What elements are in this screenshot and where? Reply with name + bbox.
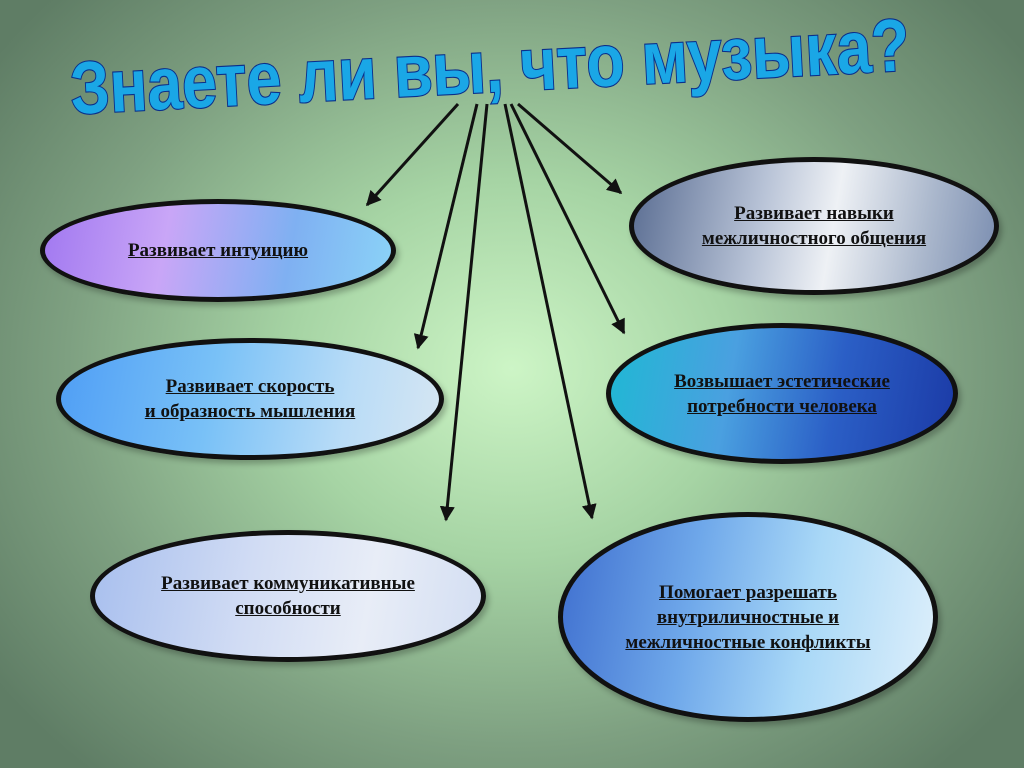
- oval-thinking-line-1: Развивает скорость: [165, 376, 335, 397]
- arrow-to-interpersonal: [517, 102, 623, 195]
- oval-conflicts-line-1: Помогает разрешать: [659, 581, 837, 603]
- oval-communication-line-1: Развивает коммуникативные: [161, 573, 415, 594]
- arrow-to-thinking: [413, 103, 479, 350]
- oval-conflicts: Помогает разрешать внутриличностные и ме…: [558, 512, 938, 722]
- oval-intuition-line-1: Развивает интуицию: [127, 240, 309, 261]
- arrow-to-conflicts: [503, 103, 597, 520]
- oval-conflicts-line-2: внутриличностные и: [656, 606, 840, 628]
- oval-aesthetic-line-1: Возвышает эстетические: [674, 370, 890, 392]
- oval-interpersonal-skills-line-1: Развивает навыки: [734, 203, 894, 224]
- oval-communication: Развивает коммуникативные способности: [90, 530, 486, 662]
- oval-aesthetic: Возвышает эстетические потребности челов…: [606, 323, 958, 464]
- oval-interpersonal-skills: Развивает навыки межличностного общения: [629, 157, 999, 295]
- oval-interpersonal-skills-line-2: межличностного общения: [701, 228, 927, 249]
- arrow-to-aesthetic: [509, 103, 626, 335]
- oval-thinking-line-2: и образность мышления: [144, 401, 356, 422]
- oval-communication-line-2: способности: [235, 598, 341, 619]
- oval-aesthetic-line-2: потребности человека: [687, 395, 877, 417]
- arrow-to-communication: [439, 103, 489, 522]
- slide-title: Знаете ли вы, что музыка?: [67, 2, 912, 120]
- oval-intuition: Развивает интуицию: [40, 199, 396, 302]
- arrow-to-intuition: [365, 102, 460, 207]
- oval-conflicts-line-3: межличностные конфликты: [625, 631, 871, 653]
- oval-thinking: Развивает скорость и образность мышления: [56, 338, 444, 460]
